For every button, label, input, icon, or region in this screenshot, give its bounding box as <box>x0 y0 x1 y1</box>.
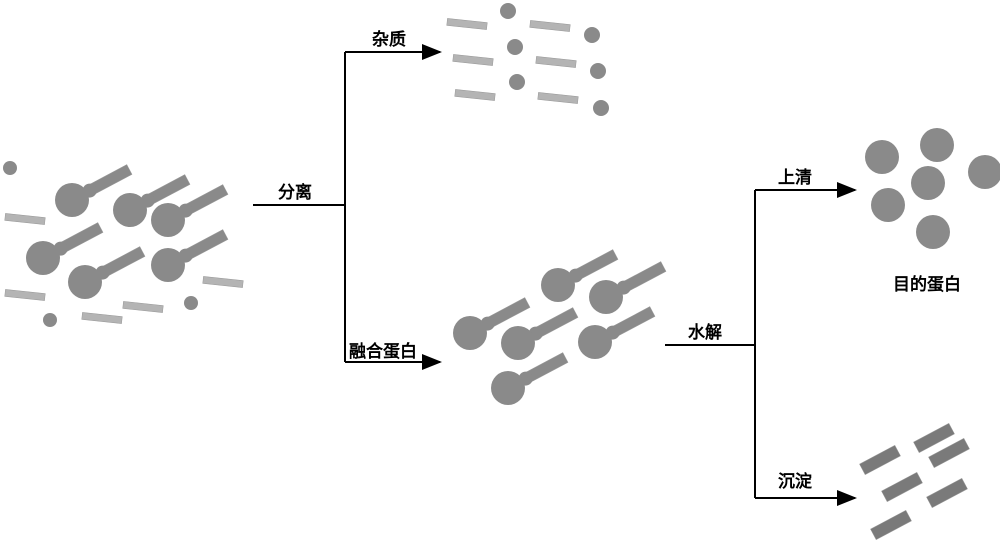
impurity-bar <box>455 89 496 100</box>
impurity-bar <box>538 92 579 103</box>
label-target-protein: 目的蛋白 <box>893 270 961 295</box>
fusion-protein-linker <box>158 209 170 221</box>
precipitate-tag <box>871 510 912 539</box>
impurity-bar <box>530 20 571 31</box>
label-separation: 分离 <box>278 178 312 203</box>
impurity-particle <box>590 63 606 79</box>
fusion-protein-body <box>491 371 525 405</box>
target-protein <box>871 188 905 222</box>
precipitate-tag <box>860 445 901 474</box>
impurity-bar <box>453 54 494 65</box>
impurity-particle <box>507 39 523 55</box>
fusion-protein-body <box>541 268 575 302</box>
label-impurities: 杂质 <box>372 25 406 50</box>
impurity-bar <box>82 312 123 323</box>
fusion-protein-body <box>501 326 535 360</box>
impurity-bar <box>5 213 46 224</box>
impurity-particle <box>584 27 600 43</box>
precipitate-tag <box>882 472 923 501</box>
label-fusion-protein: 融合蛋白 <box>349 337 417 362</box>
impurity-particle <box>509 74 525 90</box>
target-protein <box>865 140 899 174</box>
fusion-protein-body <box>26 241 60 275</box>
fusion-protein-body <box>113 193 147 227</box>
impurity-particle <box>3 161 17 175</box>
impurity-particle <box>184 296 198 310</box>
fusion-protein-body <box>151 203 185 237</box>
fusion-protein-body <box>68 265 102 299</box>
target-protein <box>920 128 954 162</box>
impurity-bar <box>203 276 244 287</box>
fusion-protein-body <box>578 325 612 359</box>
impurity-bar <box>123 301 164 312</box>
target-protein <box>911 166 945 200</box>
impurity-particle <box>500 3 516 19</box>
target-protein <box>968 155 1000 189</box>
label-precipitate: 沉淀 <box>778 467 812 492</box>
precipitate-tag <box>927 478 968 507</box>
label-supernatant: 上清 <box>778 163 812 188</box>
impurity-bar <box>536 56 577 67</box>
fusion-protein-body <box>151 248 185 282</box>
impurity-particle <box>593 100 609 116</box>
impurity-bar <box>5 289 46 300</box>
fusion-protein-body <box>55 183 89 217</box>
label-hydrolysis: 水解 <box>688 318 722 343</box>
impurity-particle <box>43 313 57 327</box>
fusion-protein-body <box>453 316 487 350</box>
fusion-protein-body <box>589 280 623 314</box>
target-protein <box>916 215 950 249</box>
impurity-bar <box>447 18 488 29</box>
